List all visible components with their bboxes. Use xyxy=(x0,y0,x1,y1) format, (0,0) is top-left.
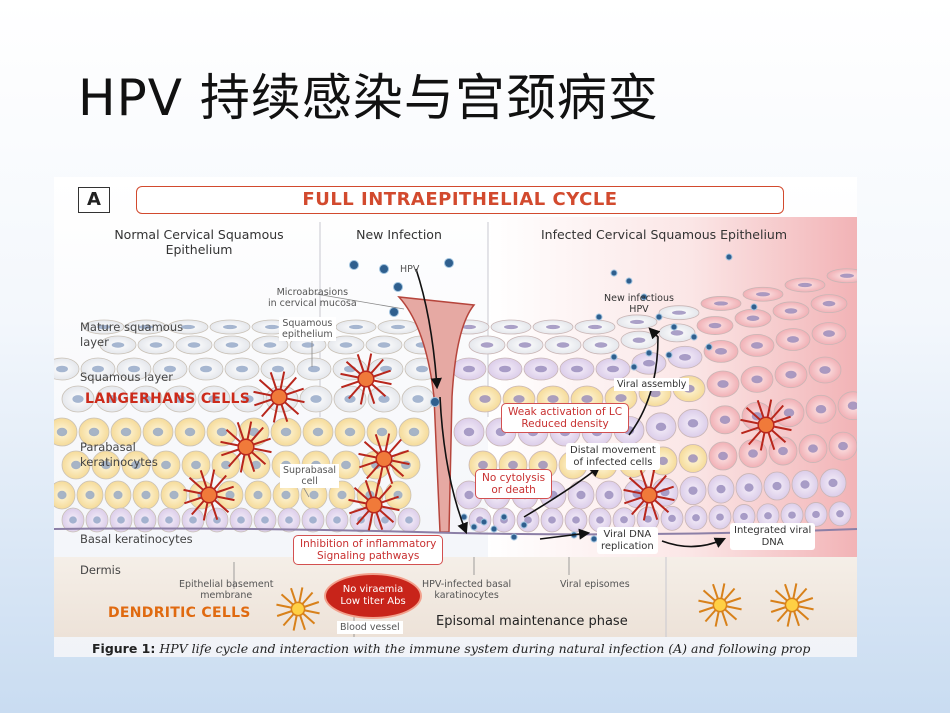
label-integrated-viral-dna: Integrated viral DNA xyxy=(730,523,815,550)
label-langerhans-cells: LANGERHANS CELLS xyxy=(85,391,250,407)
label-new-infectious-hpv: New infectious HPV xyxy=(604,293,674,315)
label-viral-dna-replication: Viral DNA replication xyxy=(597,527,658,554)
label-blood-vessel: Blood vessel xyxy=(337,621,403,634)
panel-label: A xyxy=(78,187,110,213)
box-no-cytolysis: No cytolysis or death xyxy=(475,469,552,499)
hpv-lifecycle-figure: A FULL INTRAEPITHELIAL CYCLE Normal Cerv… xyxy=(54,177,857,657)
label-suprabasal-cell: Suprabasal cell xyxy=(280,464,339,488)
cycle-title: FULL INTRAEPITHELIAL CYCLE xyxy=(136,186,784,214)
box-inhibition: Inhibition of inflammatory Signaling pat… xyxy=(293,535,443,565)
caption-text: HPV life cycle and interaction with the … xyxy=(159,641,810,656)
viraemia-line2: Low titer Abs xyxy=(340,596,405,608)
label-squamous-epithelium: Squamous epithelium xyxy=(279,317,336,341)
label-episomal-phase: Episomal maintenance phase xyxy=(436,614,628,629)
label-basal: Basal keratinocytes xyxy=(80,532,193,546)
viraemia-badge: No viraemia Low titer Abs xyxy=(324,573,422,619)
viraemia-line1: No viraemia xyxy=(343,584,404,596)
label-basement-membrane: Epithelial basement membrane xyxy=(179,579,274,601)
label-mature-layer: Mature squamous layer xyxy=(80,320,183,350)
label-distal-movement: Distal movement of infected cells xyxy=(566,443,660,470)
figure-caption: Figure 1: HPV life cycle and interaction… xyxy=(92,641,810,656)
slide-title: HPV 持续感染与宫颈病变 xyxy=(78,58,659,130)
box-weak-activation: Weak activation of LC Reduced density xyxy=(501,403,629,433)
label-parabasal: Parabasal keratinocytes xyxy=(80,440,158,470)
label-hpv: HPV xyxy=(400,264,419,275)
label-dendritic-cells: DENDRITIC CELLS xyxy=(108,605,251,621)
caption-label: Figure 1: xyxy=(92,641,155,656)
label-viral-episomes: Viral episomes xyxy=(560,579,630,590)
label-microabrasions: Microabrasions in cervical mucosa xyxy=(268,287,357,309)
header-infected: Infected Cervical Squamous Epithelium xyxy=(524,227,804,242)
label-viral-assembly: Viral assembly xyxy=(614,378,689,391)
label-dermis: Dermis xyxy=(80,563,121,577)
label-hpv-infected-basal: HPV-infected basal karatinocytes xyxy=(422,579,511,601)
label-squamous-layer: Squamous layer xyxy=(80,370,173,384)
header-normal: Normal Cervical Squamous Epithelium xyxy=(104,227,294,257)
header-new-infection: New Infection xyxy=(344,227,454,242)
